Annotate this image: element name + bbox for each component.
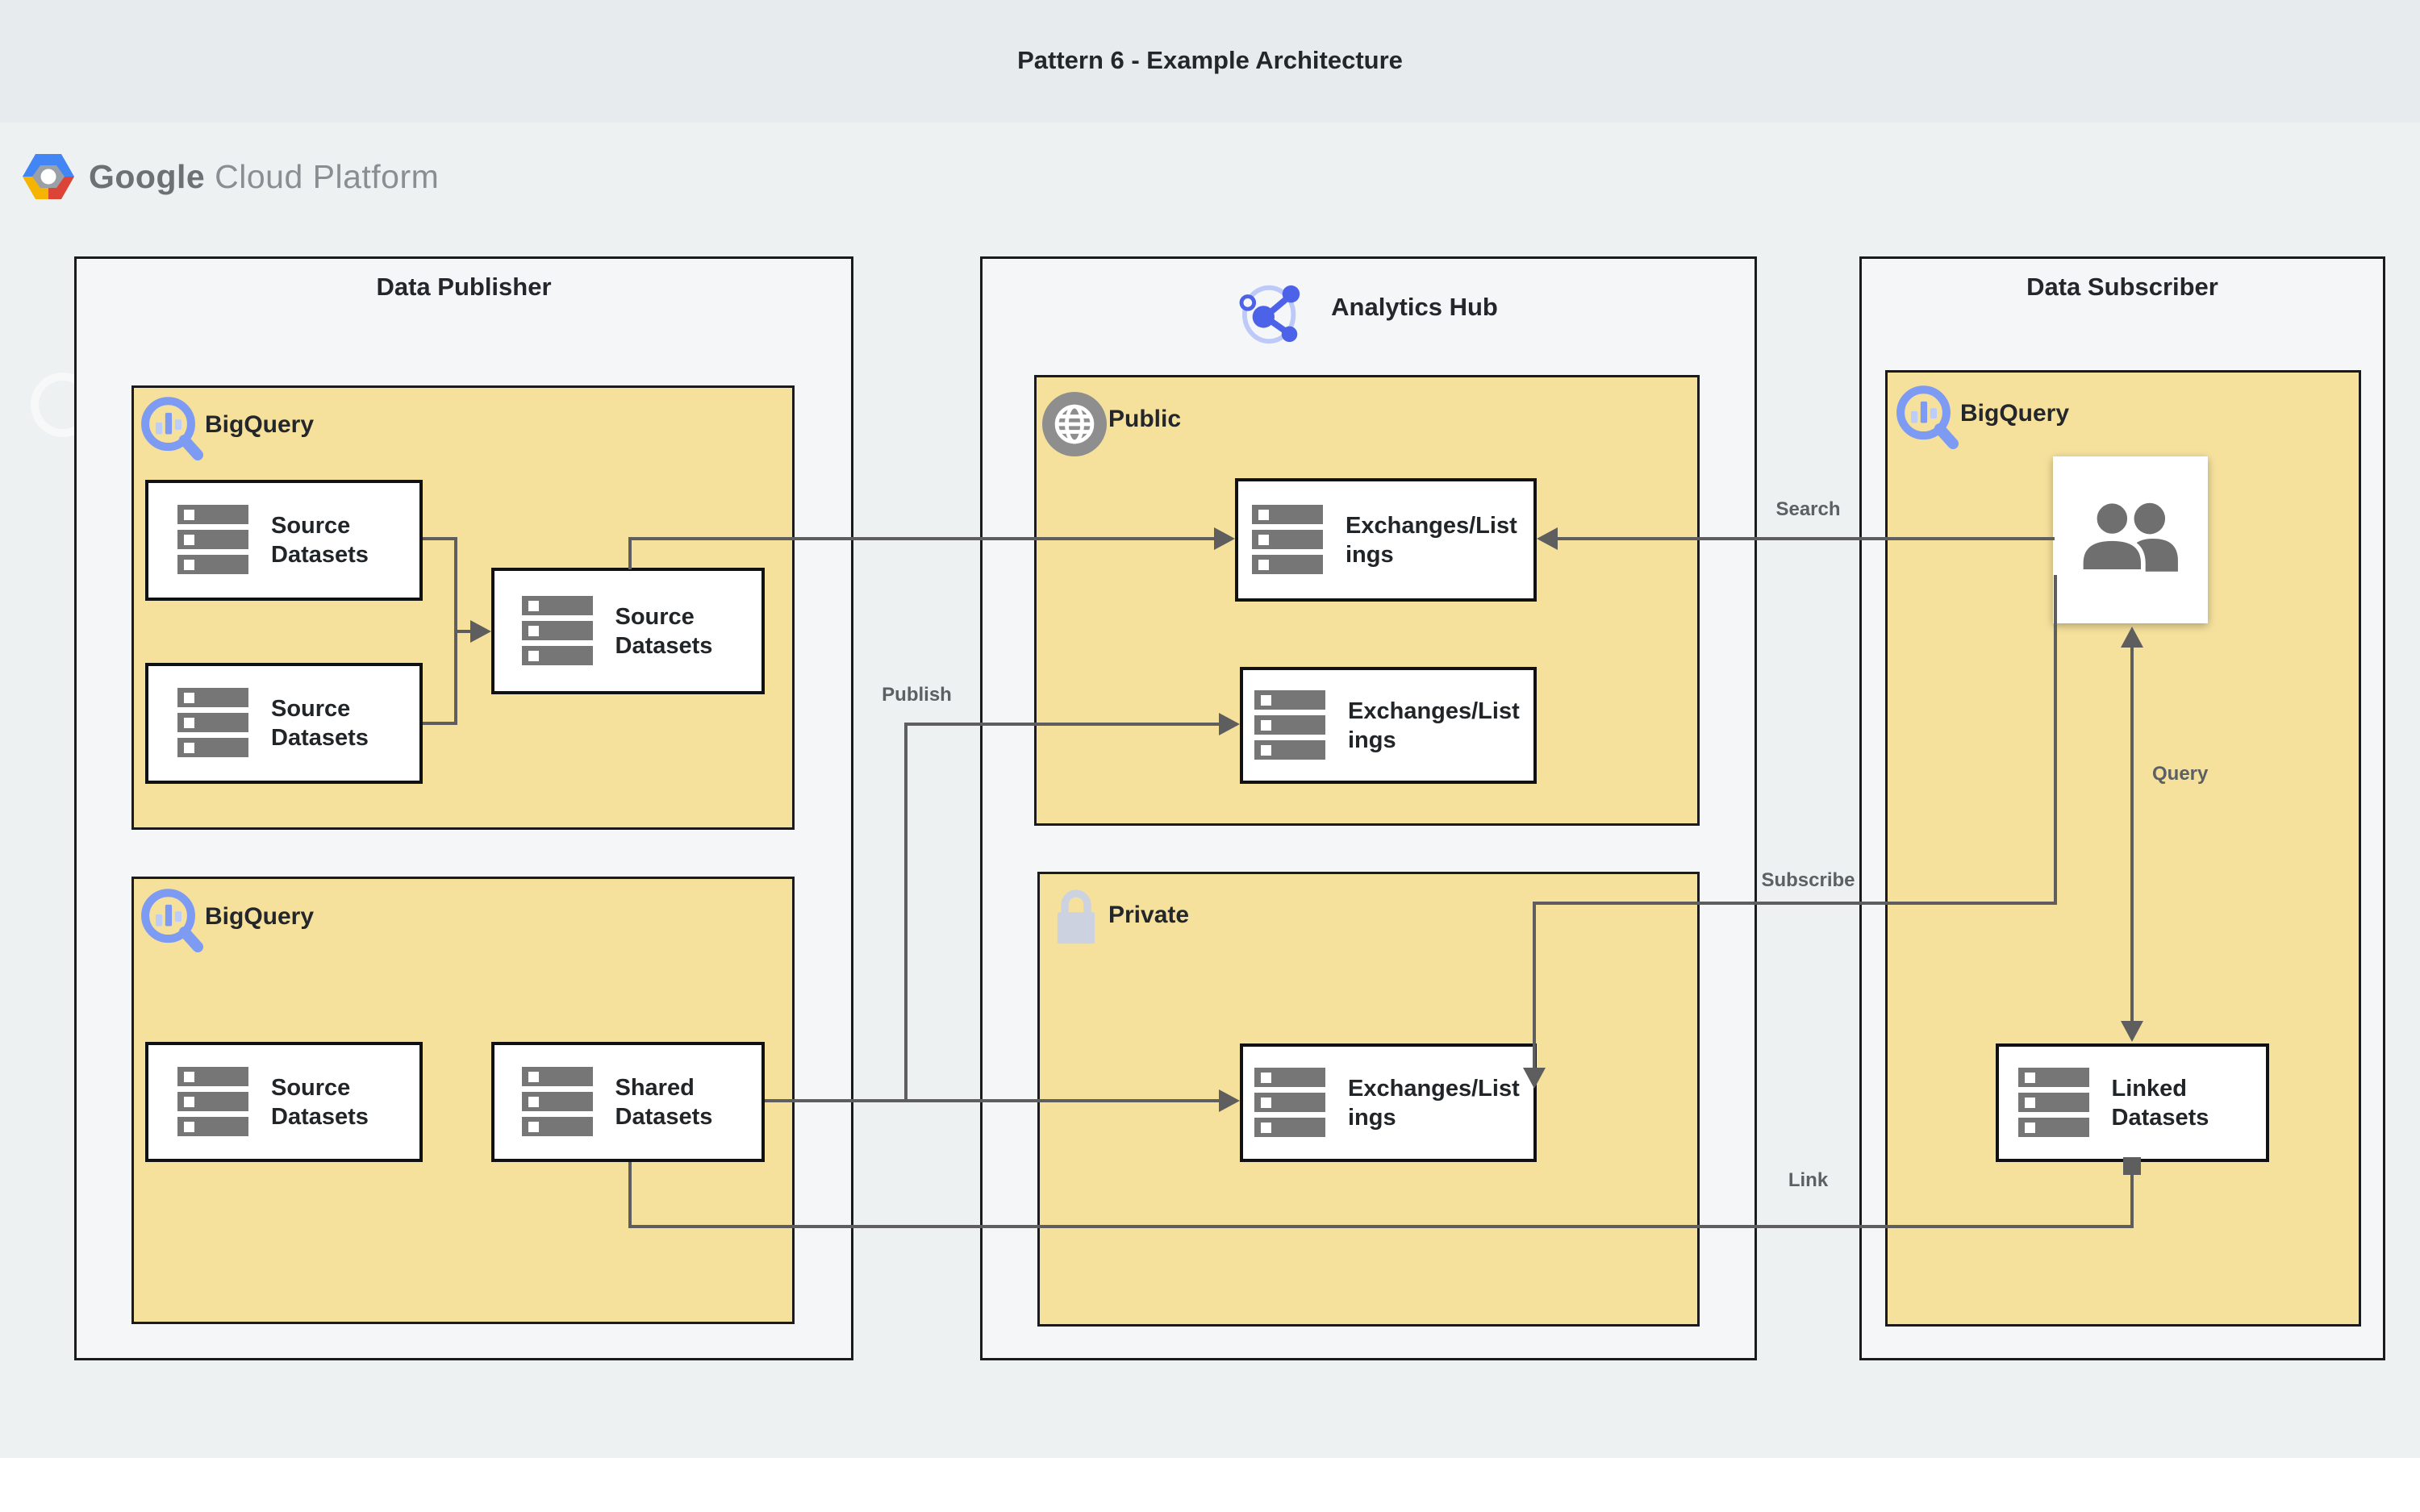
exchanges-listings-box-public-bottom: Exchanges/Listings bbox=[1240, 667, 1537, 784]
edge-merged-to-listing bbox=[628, 537, 1217, 540]
shared-datasets-label: Shared Datasets bbox=[615, 1074, 713, 1130]
edge-shared-to-private-listing bbox=[765, 1099, 1222, 1102]
edge-subscribe-horizontal bbox=[1533, 902, 2057, 905]
datasets-icon bbox=[176, 1065, 250, 1139]
edge-publish-vertical bbox=[904, 723, 908, 1101]
arrowhead-into-merged-source bbox=[470, 620, 491, 643]
edge-label-subscribe: Subscribe bbox=[1761, 869, 1855, 891]
hub-private-label: Private bbox=[1108, 902, 1190, 928]
edge-subscribe-vertical-right bbox=[2054, 575, 2057, 905]
source-datasets-box-merged: Source Datasets bbox=[491, 568, 765, 694]
datasets-icon bbox=[176, 503, 250, 577]
bigquery-icon bbox=[137, 884, 208, 960]
gcp-logo: Google Cloud Platform bbox=[23, 153, 439, 200]
bigquery-icon bbox=[1892, 381, 1963, 456]
arrowhead-query-up bbox=[2121, 627, 2143, 648]
exchanges-listings-box-public-top: Exchanges/Listings bbox=[1235, 478, 1537, 602]
exchanges-listings-box-private: Exchanges/Listings bbox=[1240, 1043, 1537, 1162]
datasets-icon bbox=[520, 594, 595, 669]
title-band bbox=[0, 0, 2420, 123]
edge-label-link: Link bbox=[1788, 1169, 1829, 1191]
edge-query bbox=[2130, 644, 2134, 1024]
subscriber-users-box bbox=[2053, 456, 2208, 623]
source-datasets-label: Source Datasets bbox=[271, 696, 369, 751]
edge-label-query: Query bbox=[2152, 763, 2209, 785]
edge-source-merge-horizontal bbox=[454, 630, 475, 633]
datasets-icon bbox=[1253, 1066, 1327, 1140]
page-title: Pattern 6 - Example Architecture bbox=[1017, 46, 1403, 74]
edge-label-search: Search bbox=[1775, 498, 1841, 520]
source-datasets-box-bottom: Source Datasets bbox=[145, 1042, 423, 1162]
publisher-bigquery-bottom-label: BigQuery bbox=[205, 903, 315, 930]
edge-publish-horizontal bbox=[904, 723, 1222, 726]
arrowhead-into-private-listing bbox=[1219, 1089, 1240, 1112]
gcp-hexagon-icon bbox=[23, 153, 74, 200]
datasets-icon bbox=[1253, 689, 1327, 763]
arrowhead-subscribe bbox=[1523, 1068, 1546, 1089]
people-icon bbox=[2076, 484, 2185, 594]
arrowhead-search bbox=[1537, 527, 1558, 550]
subscriber-bigquery-label: BigQuery bbox=[1960, 400, 2070, 427]
hub-public-label: Public bbox=[1108, 406, 1182, 432]
gcp-logo-cloud-platform: Cloud Platform bbox=[215, 157, 440, 195]
arrowhead-into-listing-top bbox=[1214, 527, 1235, 550]
analytics-hub-header: Analytics Hub bbox=[980, 268, 1757, 347]
edge-merged-up bbox=[628, 539, 632, 569]
edge-source-a bbox=[423, 537, 457, 540]
source-datasets-label: Source Datasets bbox=[615, 603, 713, 659]
source-datasets-box-b: Source Datasets bbox=[145, 663, 423, 784]
arrowhead-publish bbox=[1219, 713, 1240, 735]
publisher-bigquery-top-label: BigQuery bbox=[205, 411, 315, 438]
arrowhead-query-down bbox=[2121, 1021, 2143, 1042]
exchanges-listings-label: Exchanges/Listings bbox=[1346, 512, 1517, 568]
linked-datasets-label: Linked Datasets bbox=[2111, 1075, 2209, 1131]
edge-search bbox=[1553, 537, 2055, 540]
analytics-hub-title: Analytics Hub bbox=[1331, 293, 1498, 321]
globe-icon bbox=[1042, 392, 1107, 456]
datasets-icon bbox=[2017, 1066, 2091, 1140]
exchanges-listings-label: Exchanges/Listings bbox=[1348, 698, 1520, 753]
edge-link-horizontal bbox=[628, 1225, 2134, 1228]
datasets-icon bbox=[1250, 503, 1325, 577]
gcp-logo-text: Google Cloud Platform bbox=[89, 158, 439, 196]
edge-label-publish: Publish bbox=[882, 684, 952, 706]
edge-link-vertical-right bbox=[2130, 1168, 2134, 1228]
source-datasets-label: Source Datasets bbox=[271, 513, 369, 568]
datasets-icon bbox=[176, 686, 250, 760]
lock-icon bbox=[1054, 884, 1099, 947]
bottom-strip bbox=[0, 1458, 2420, 1512]
exchanges-listings-label: Exchanges/Listings bbox=[1348, 1075, 1520, 1131]
datasets-icon bbox=[520, 1065, 595, 1139]
edge-subscribe-vertical-left bbox=[1533, 902, 1536, 1071]
bigquery-icon bbox=[137, 392, 208, 468]
gcp-logo-google: Google bbox=[89, 157, 206, 195]
link-square-connector bbox=[2123, 1157, 2141, 1175]
data-publisher-title: Data Publisher bbox=[376, 273, 552, 301]
source-datasets-label: Source Datasets bbox=[271, 1074, 369, 1130]
edge-source-b bbox=[423, 722, 457, 725]
shared-datasets-box: Shared Datasets bbox=[491, 1042, 765, 1162]
linked-datasets-box: Linked Datasets bbox=[1996, 1043, 2269, 1162]
source-datasets-box-a: Source Datasets bbox=[145, 480, 423, 601]
analytics-hub-icon bbox=[1239, 282, 1308, 347]
data-subscriber-title: Data Subscriber bbox=[2026, 273, 2218, 301]
edge-link-vertical-left bbox=[628, 1162, 632, 1228]
